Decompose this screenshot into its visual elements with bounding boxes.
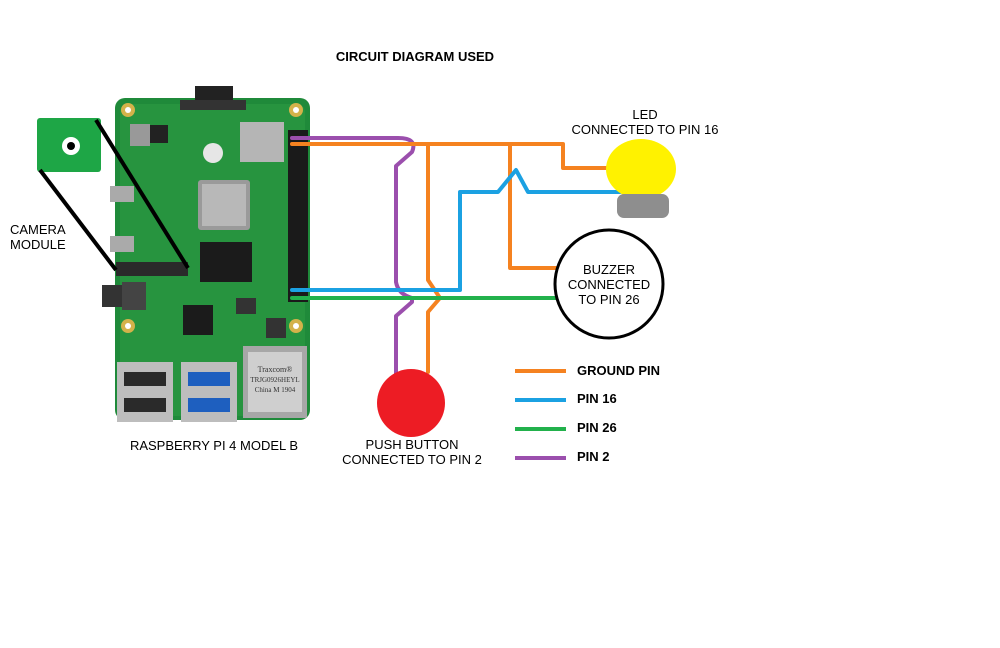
- legend-pin16-label: PIN 16: [577, 391, 617, 406]
- buzzer-label: BUZZER CONNECTED TO PIN 26: [556, 262, 662, 307]
- ethernet-chip-text-2: TRJG0926HEYL: [250, 376, 299, 384]
- push-button-label-line1: PUSH BUTTON: [365, 437, 459, 452]
- wire-ground: [290, 142, 610, 170]
- wire-pin2: [290, 136, 416, 380]
- legend-pin2-label: PIN 2: [577, 449, 610, 464]
- ethernet-chip-text-3: China M 1904: [255, 386, 296, 394]
- camera-module: [37, 118, 101, 172]
- wire-ground-drop-button: [426, 142, 442, 374]
- buzzer-label-line3: TO PIN 26: [578, 292, 640, 307]
- push-button-label: PUSH BUTTON CONNECTED TO PIN 2: [326, 437, 498, 467]
- push-button-component: [377, 369, 445, 437]
- led-label: LED CONNECTED TO PIN 16: [550, 107, 740, 137]
- pi-label: RASPBERRY PI 4 MODEL B: [129, 438, 299, 453]
- led-component: [606, 139, 676, 218]
- led-label-line1: LED: [632, 107, 658, 122]
- camera-cable-left: [38, 168, 118, 272]
- ethernet-chip-text-1: Traxcom®: [258, 365, 293, 374]
- push-button-label-line2: CONNECTED TO PIN 2: [342, 452, 482, 467]
- buzzer-component: [553, 228, 665, 340]
- buzzer-label-line2: CONNECTED: [567, 277, 651, 292]
- wire-ground-buzzer: [508, 142, 558, 270]
- diagram-title: CIRCUIT DIAGRAM USED: [335, 49, 495, 64]
- camera-label-line2: MODULE: [10, 237, 66, 252]
- legend-ground-label: GROUND PIN: [577, 363, 661, 378]
- camera-cable-right: [94, 118, 190, 270]
- legend-pin26-label: PIN 26: [577, 420, 617, 435]
- raspberry-pi-board: [102, 86, 310, 422]
- led-label-line2: CONNECTED TO PIN 16: [571, 122, 719, 137]
- camera-label: CAMERA MODULE: [10, 222, 82, 252]
- camera-label-line1: CAMERA: [10, 222, 66, 237]
- buzzer-label-line1: BUZZER: [583, 262, 635, 277]
- wire-pin16: [290, 168, 622, 292]
